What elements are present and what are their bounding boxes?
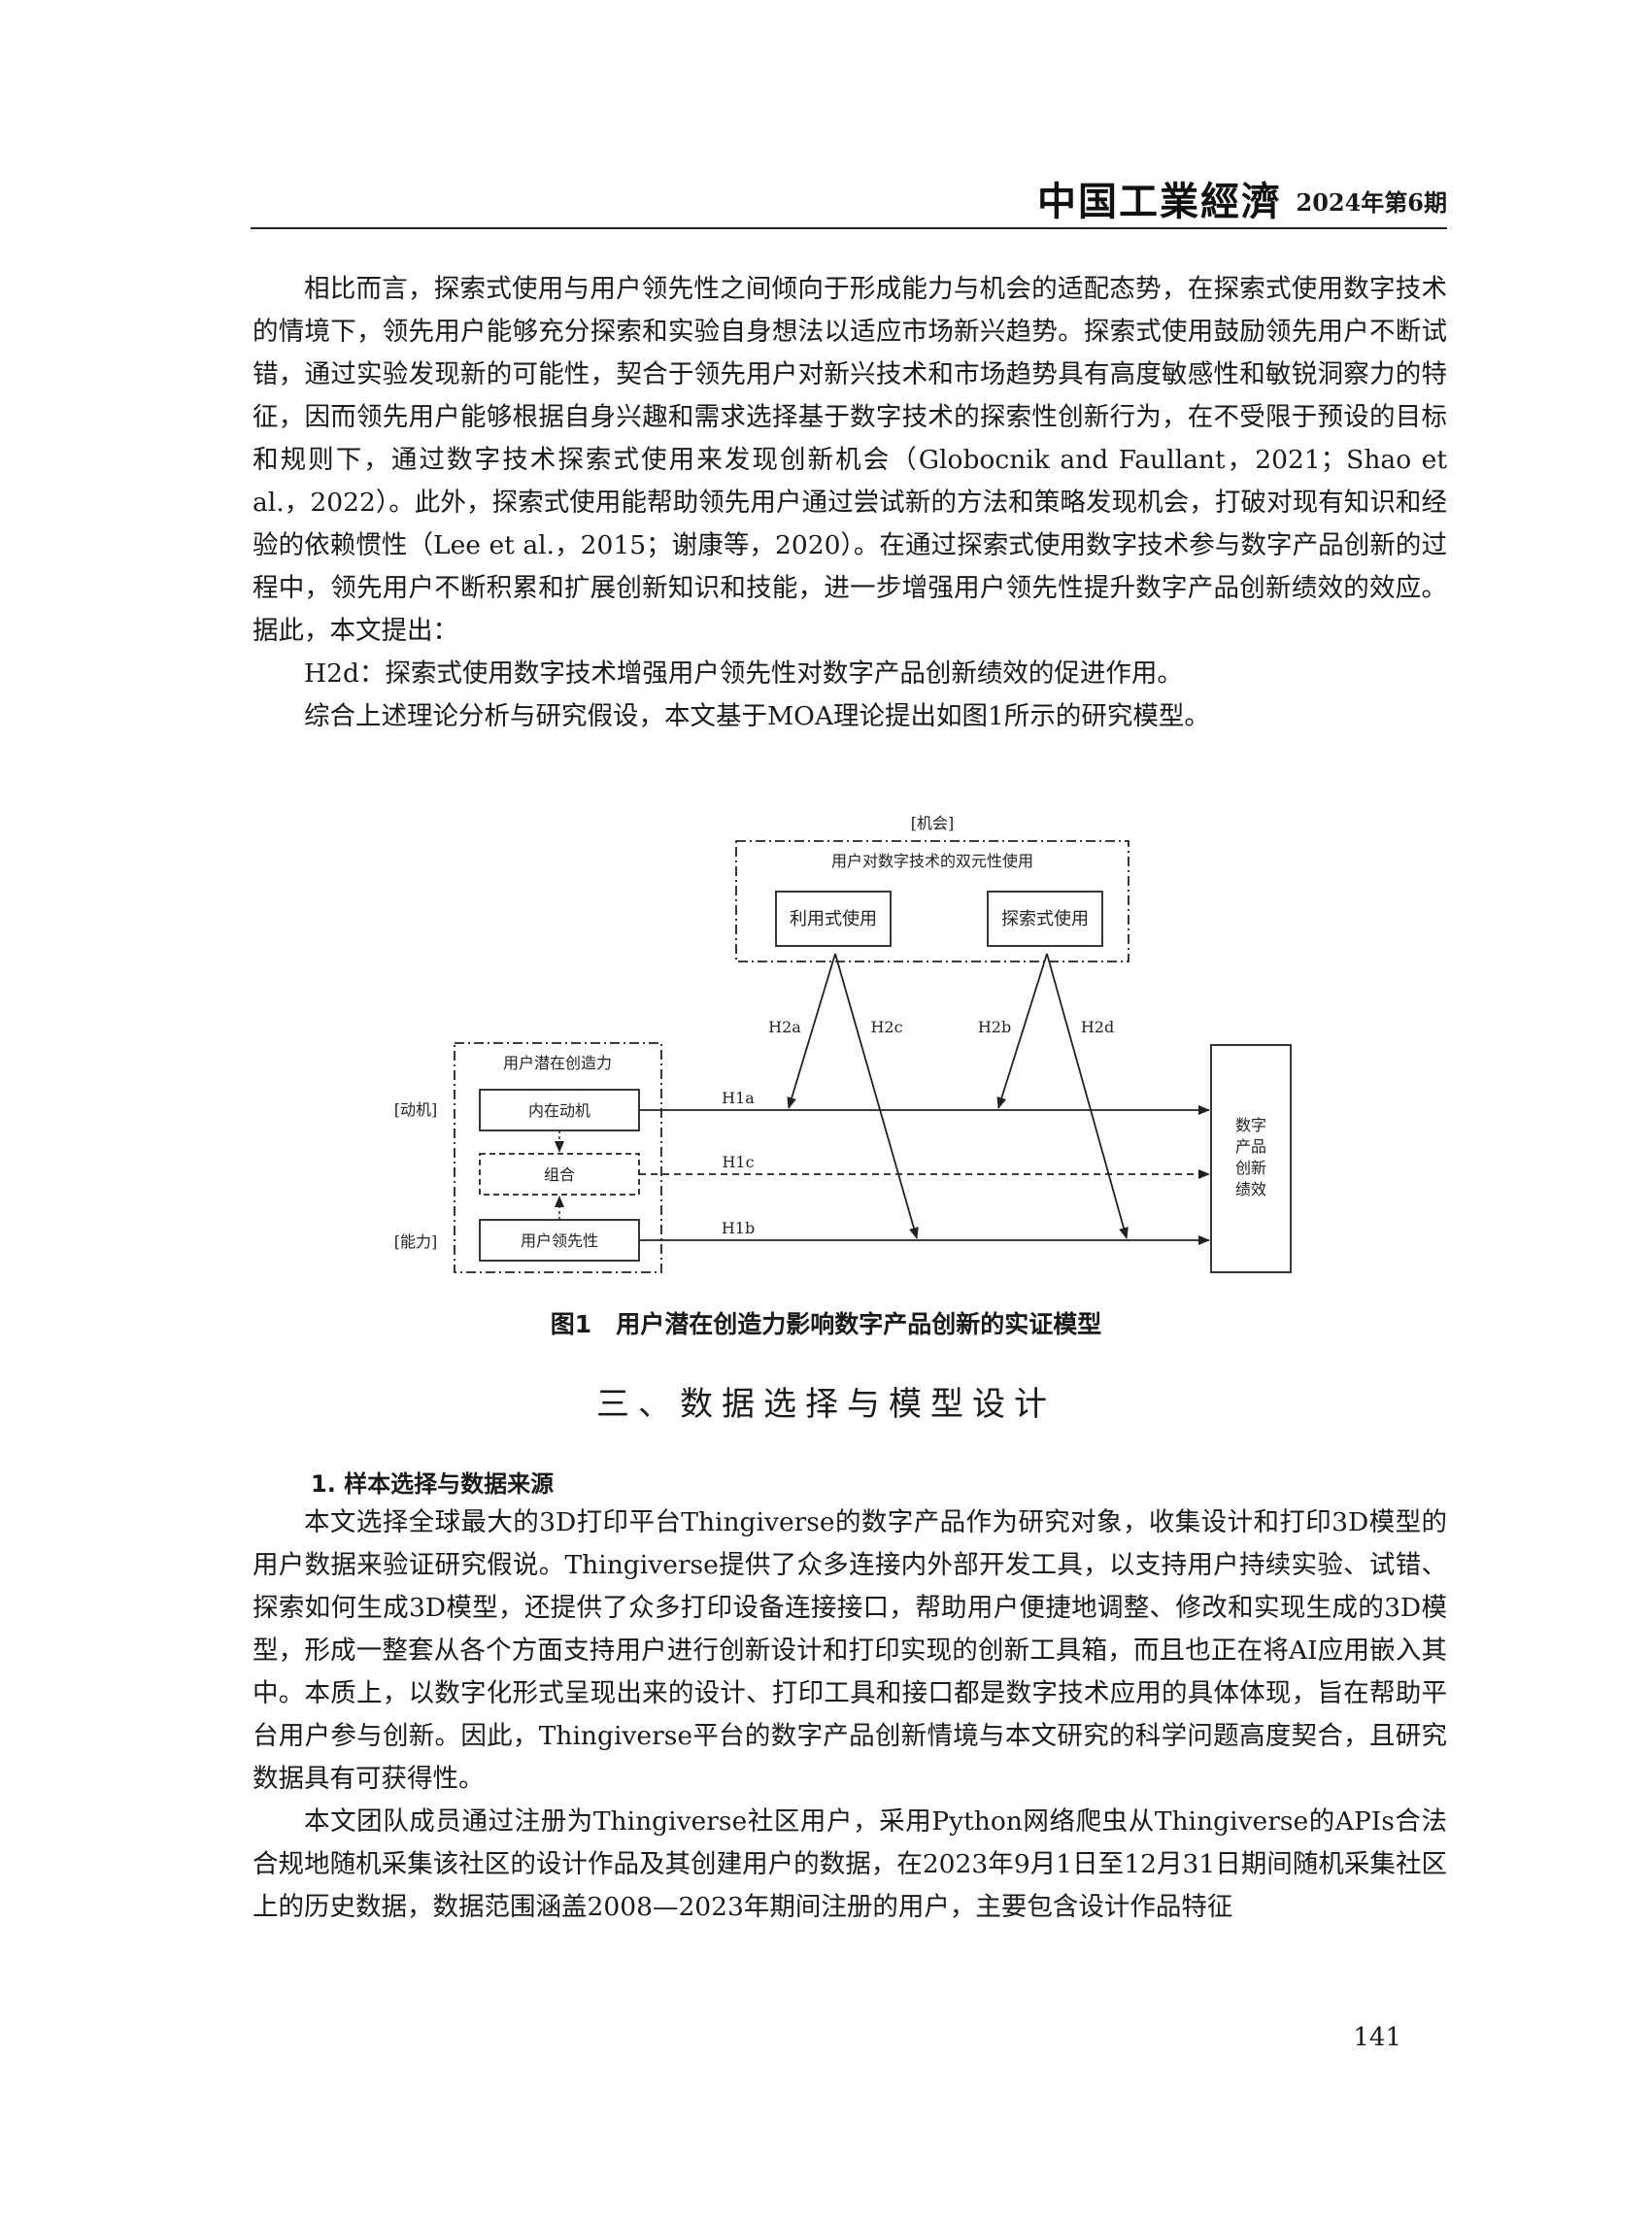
exploit-use-box	[775, 891, 892, 947]
user-leadership-label: 用户领先性	[521, 1231, 598, 1250]
issue-label: 2024年第6期	[1296, 188, 1448, 217]
motivation-label: [动机]	[394, 1100, 438, 1119]
h2c-label: H2c	[870, 1018, 902, 1036]
exploit-use-label: 利用式使用	[790, 909, 877, 929]
running-header: 中国工業經濟 2024年第6期	[251, 181, 1447, 229]
dual-use-group-box	[735, 840, 1129, 962]
ability-label: [能力]	[394, 1232, 438, 1251]
path-h2a	[787, 953, 836, 1109]
path-h2d	[1046, 953, 1129, 1239]
outcome-label-3: 创新	[1235, 1159, 1266, 1177]
journal-name: 中国工業經濟	[1037, 179, 1282, 224]
h1a-label: H1a	[722, 1089, 755, 1107]
outcome-label-2: 产品	[1235, 1137, 1266, 1156]
body-before-figure: 相比而言，探索式使用与用户领先性之间倾向于形成能力与机会的适配态势，在探索式使用…	[253, 268, 1447, 738]
outcome-label-4: 绩效	[1235, 1180, 1266, 1198]
latent-creativity-title: 用户潜在创造力	[503, 1054, 612, 1072]
outcome-box	[1210, 1044, 1292, 1273]
combination-label: 组合	[544, 1165, 575, 1184]
paragraph: 本文团队成员通过注册为Thingiverse社区用户，采用Python网络爬虫从…	[253, 1806, 1447, 1922]
path-h2c	[834, 953, 919, 1239]
research-model-figure: [机会] 用户对数字技术的双元性使用 利用式使用 探索式使用 用户潜在创造力 […	[394, 814, 1292, 1273]
section-title: 三、数据选择与模型设计	[596, 1385, 1056, 1424]
dual-use-title: 用户对数字技术的双元性使用	[831, 852, 1033, 870]
explore-use-box	[987, 891, 1103, 947]
explore-use-label: 探索式使用	[1001, 909, 1089, 929]
paragraph: 综合上述理论分析与研究假设，本文基于MOA理论提出如图1所示的研究模型。	[304, 701, 1210, 731]
path-h2b	[996, 953, 1048, 1109]
h2a-label: H2a	[768, 1018, 801, 1036]
paragraph: 本文选择全球最大的3D打印平台Thingiverse的数字产品作为研究对象，收集…	[253, 1507, 1447, 1794]
latent-creativity-group-box	[454, 1042, 662, 1273]
subsection-title: 1. 样本选择与数据来源	[311, 1470, 555, 1498]
user-leadership-box	[479, 1219, 640, 1262]
h1b-label: H1b	[722, 1219, 755, 1237]
opportunity-label: [机会]	[911, 814, 955, 832]
outcome-label-1: 数字	[1235, 1116, 1266, 1134]
page-number: 141	[1353, 2023, 1401, 2052]
paragraph: 相比而言，探索式使用与用户领先性之间倾向于形成能力与机会的适配态势，在探索式使用…	[253, 274, 1447, 646]
intrinsic-motivation-box	[479, 1089, 640, 1131]
body-after-section: 本文选择全球最大的3D打印平台Thingiverse的数字产品作为研究对象，收集…	[253, 1501, 1447, 1929]
h2b-label: H2b	[978, 1018, 1011, 1036]
paragraph: H2d：探索式使用数字技术增强用户领先性对数字产品创新绩效的促进作用。	[304, 658, 1183, 689]
figure-caption: 图1 用户潜在创造力影响数字产品创新的实证模型	[550, 1310, 1102, 1338]
intrinsic-motivation-label: 内在动机	[528, 1101, 590, 1120]
h2d-label: H2d	[1081, 1018, 1114, 1036]
h1c-label: H1c	[722, 1153, 754, 1171]
